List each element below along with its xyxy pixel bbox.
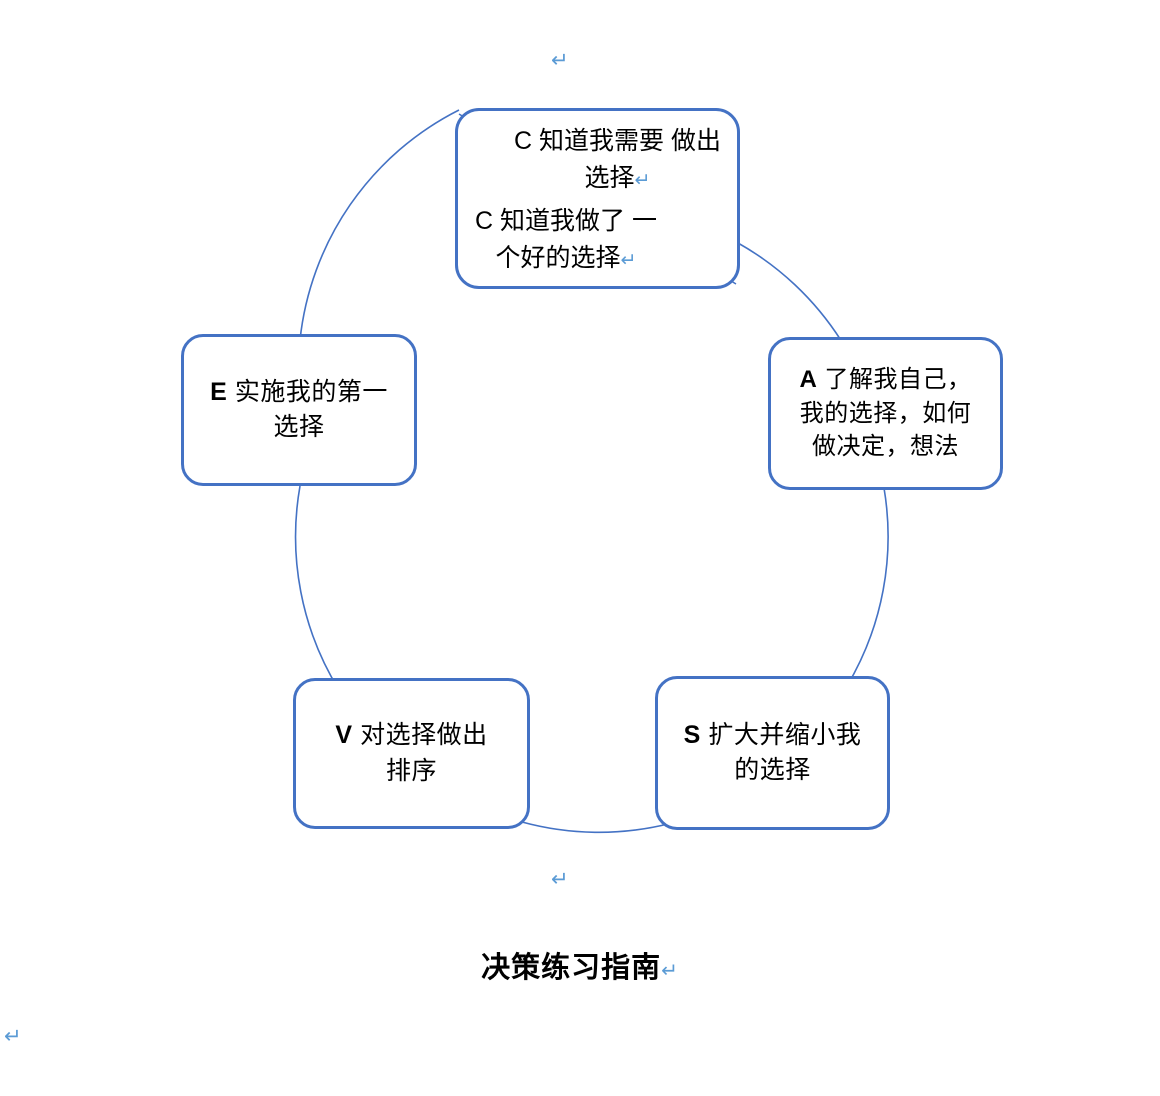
diagram-caption-text: 决策练习指南: [481, 952, 662, 984]
return-mark-last-line: ↵: [4, 1024, 22, 1048]
cycle-node-top-upper-label: 知道我需要 做出选择: [539, 127, 721, 192]
arc-bottom-right-to-bottom-left: [521, 821, 669, 834]
cycle-node-bottom-left-label: 对选择做出 排序: [360, 721, 488, 785]
cycle-node-top-upper-text: C 知道我需要 做出选择↵: [510, 123, 725, 197]
cycle-node-right-text: A 了解我自己， 我的选择，如何 做决定，想法: [791, 363, 979, 464]
cycle-node-bottom-left[interactable]: V 对选择做出 排序: [293, 678, 530, 829]
cycle-node-bottom-right-label: 扩大并缩小我 的选择: [708, 720, 862, 785]
return-mark-inline-lower: ↵: [620, 249, 637, 271]
return-mark-inline-upper: ↵: [634, 169, 651, 191]
cycle-node-bottom-right-tag: S: [683, 720, 701, 749]
return-mark-caption: ↵: [661, 958, 679, 982]
cycle-node-bottom-left-text: V 对选择做出 排序: [327, 718, 495, 789]
cycle-node-left[interactable]: E 实施我的第一 选择: [181, 334, 417, 486]
arc-left-to-top: [299, 109, 460, 341]
arc-bottom-left-to-left: [294, 485, 340, 691]
cycle-node-bottom-right-text: S 扩大并缩小我 的选择: [676, 718, 870, 789]
cycle-node-right-tag: A: [799, 366, 818, 394]
cycle-node-left-label: 实施我的第一 选择: [234, 377, 388, 442]
cycle-node-top-upper-tag: C: [514, 127, 533, 155]
return-mark-bottom: ↵: [551, 867, 569, 891]
cycle-node-right-label: 了解我自己， 我的选择，如何 做决定，想法: [799, 366, 972, 461]
cycle-node-top-lower-label: 知道我做了 一个好的选择: [495, 207, 657, 272]
cycle-node-left-tag: E: [210, 377, 228, 406]
cycle-node-top[interactable]: C 知道我需要 做出选择↵ C 知道我做了 一个好的选择↵: [455, 108, 740, 289]
cycle-node-top-lower-tag: C: [475, 207, 494, 235]
diagram-caption: 决策练习指南↵: [0, 944, 1160, 986]
cycle-node-right[interactable]: A 了解我自己， 我的选择，如何 做决定，想法: [768, 337, 1003, 490]
cycle-node-top-lower-text: C 知道我做了 一个好的选择↵: [466, 203, 666, 277]
cycle-node-bottom-right[interactable]: S 扩大并缩小我 的选择: [655, 676, 890, 830]
return-mark-top: ↵: [551, 48, 569, 72]
arc-right-to-bottom-right: [846, 487, 889, 687]
cycle-node-bottom-left-tag: V: [335, 721, 353, 749]
cycle-node-left-text: E 实施我的第一 选择: [202, 375, 396, 446]
